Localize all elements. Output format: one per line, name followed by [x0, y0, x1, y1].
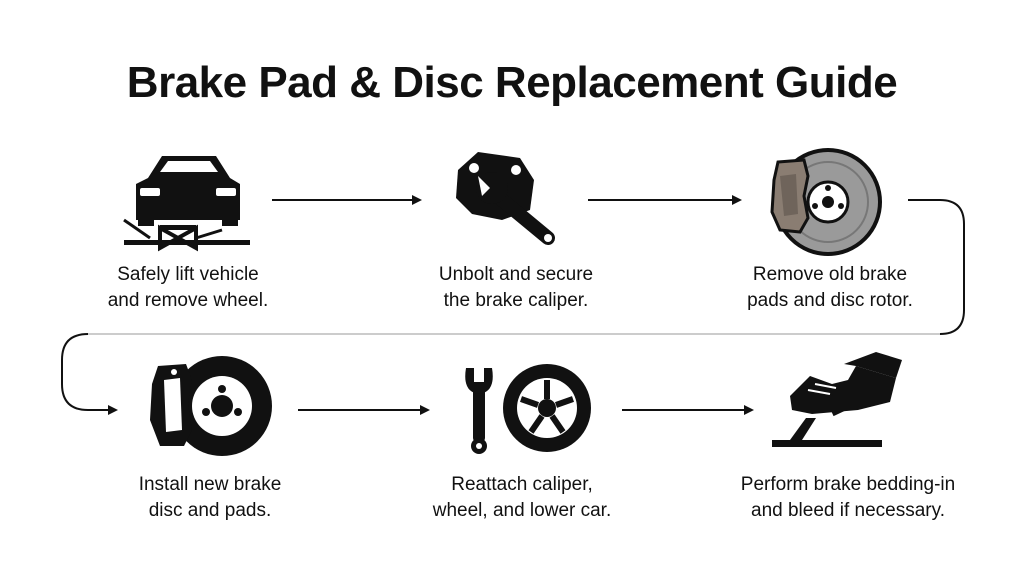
- step-1-caption: Safely lift vehicle and remove wheel.: [107, 264, 269, 311]
- step-2-caption: Unbolt and secure the brake caliper.: [438, 264, 594, 311]
- page-title: Brake Pad & Disc Replacement Guide: [126, 58, 898, 107]
- new-pads-disc-icon: [150, 356, 272, 456]
- step-3-caption: Remove old brake pads and disc rotor.: [747, 264, 913, 311]
- step-5-caption: Reattach caliper, wheel, and lower car.: [432, 474, 612, 521]
- caliper-wrench-icon: [456, 152, 555, 245]
- car-on-jack-icon: [123, 156, 250, 252]
- old-pads-rotor-icon: [770, 148, 882, 256]
- step-4-caption: Install new brake disc and pads.: [138, 474, 282, 521]
- step-6-caption: Perform brake bedding-in and bleed if ne…: [740, 474, 956, 521]
- foot-pedal-icon: [772, 352, 902, 447]
- wrench-wheel-icon: [465, 364, 591, 454]
